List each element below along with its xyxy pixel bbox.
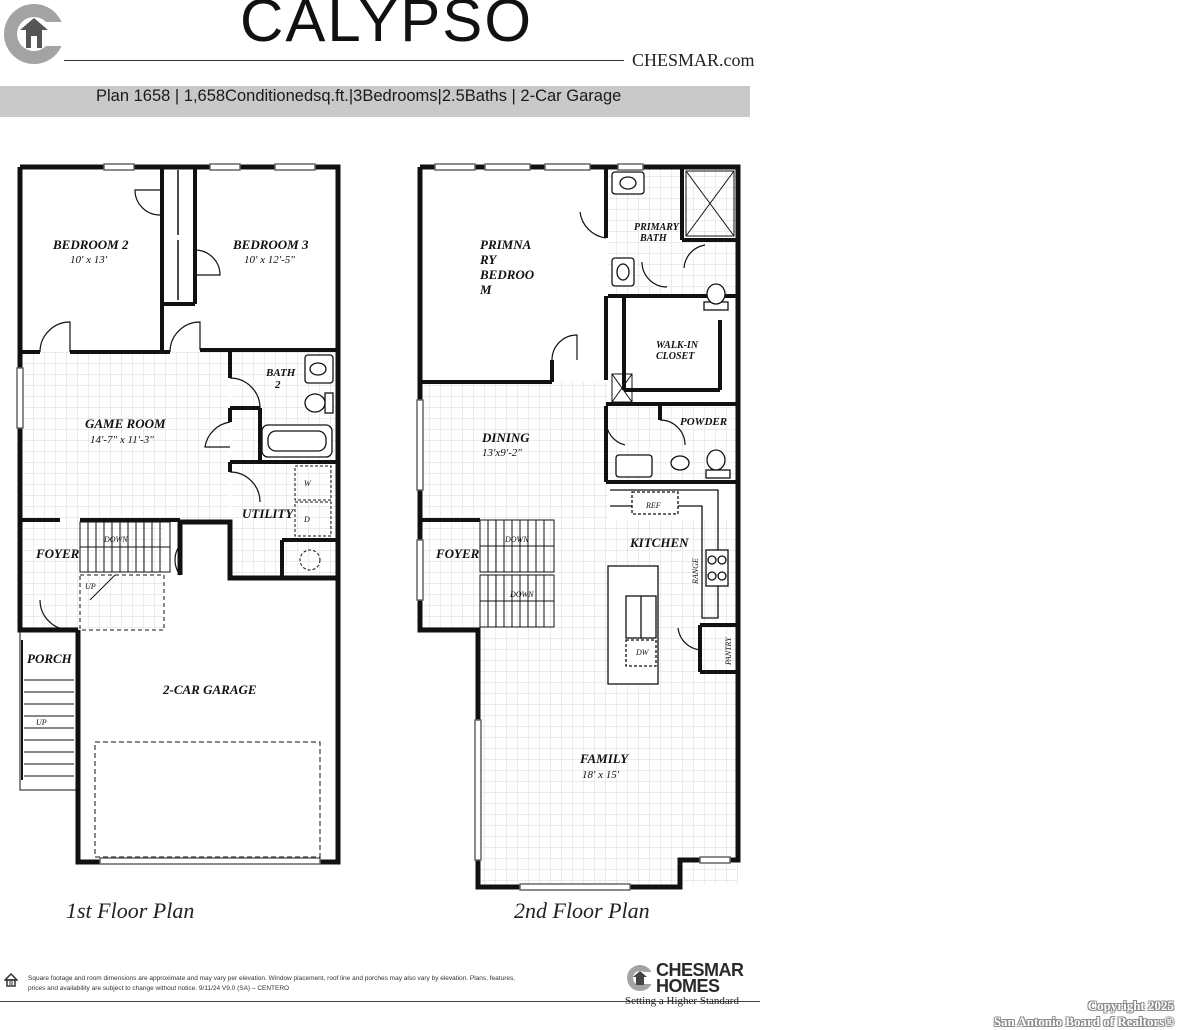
- label-primary-bed-1: PRIMNA: [480, 237, 532, 252]
- label-primary-bath-1: PRIMARY: [634, 222, 680, 233]
- brand-tagline: Setting a Higher Standard: [625, 995, 739, 1007]
- label-down2-lower: DOWN: [509, 590, 534, 599]
- copyright-watermark: Copyright 2025 San Antonio Board of Real…: [994, 998, 1174, 1030]
- chesmar-homes-logo-icon: [627, 965, 656, 991]
- disclaimer-line1: Square footage and room dimensions are a…: [28, 975, 516, 982]
- label-primary-bath-2: BATH: [639, 233, 668, 244]
- spec-bar: [0, 86, 750, 117]
- brand-name-line2: HOMES: [656, 976, 720, 996]
- dim-family: 18' x 15': [582, 769, 620, 781]
- label-bath2-line1: BATH: [265, 367, 296, 379]
- footer-rule: [0, 1001, 760, 1002]
- brand-name-line1: CHESMAR: [656, 960, 744, 980]
- label-family: FAMILY: [579, 751, 629, 766]
- disclaimer-line2: prices and availability are subject to c…: [28, 985, 290, 992]
- label-ref: REF: [645, 501, 661, 510]
- foyer1-tile: [22, 520, 164, 630]
- label-walkin-1: WALK-IN: [656, 340, 699, 351]
- second-floor-plan: PRIMNA RY BEDROO M PRIMARY BATH WALK-IN …: [416, 163, 741, 891]
- caption-second-floor: 2nd Floor Plan: [514, 898, 650, 923]
- label-utility: UTILITY: [242, 506, 294, 521]
- label-porch-up: UP: [36, 718, 47, 727]
- chesmar-house-logo: [4, 4, 64, 64]
- dim-bedroom2: 10' x 13': [70, 254, 108, 266]
- copyright-line2: San Antonio Board of Realtors®: [993, 1014, 1174, 1029]
- garage-door-outline: [94, 741, 321, 858]
- title-rule: [64, 60, 624, 61]
- plan-title: CALYPSO: [240, 0, 533, 54]
- label-primary-bed-4: M: [479, 282, 492, 297]
- label-down1: DOWN: [103, 535, 128, 544]
- label-dining: DINING: [481, 430, 530, 445]
- label-range: RANGE: [691, 558, 700, 585]
- label-bedroom3: BEDROOM 3: [232, 237, 309, 252]
- dim-game-room: 14'-7" x 11'-3": [90, 434, 154, 446]
- label-game-room: GAME ROOM: [85, 416, 166, 431]
- plan-specs: Plan 1658 | 1,658Conditionedsq.ft.|3Bedr…: [96, 87, 622, 105]
- label-foyer2: FOYER: [435, 546, 480, 561]
- label-bath2-line2: 2: [274, 379, 281, 391]
- disclaimer: Square footage and room dimensions are a…: [28, 974, 628, 994]
- equal-housing-icon: [4, 973, 18, 987]
- label-pantry: PANTRY: [724, 636, 733, 666]
- label-kitchen: KITCHEN: [629, 535, 689, 550]
- label-up1: UP: [85, 582, 96, 591]
- label-washer: W: [304, 479, 312, 488]
- label-dw: DW: [635, 648, 650, 657]
- label-down2-upper: DOWN: [504, 535, 529, 544]
- label-porch: PORCH: [27, 651, 73, 666]
- dining-tile: [422, 382, 608, 522]
- label-primary-bed-3: BEDROO: [479, 267, 535, 282]
- caption-first-floor: 1st Floor Plan: [66, 898, 195, 923]
- first-floor-plan: BEDROOM 2 10' x 13' BEDROOM 3 10' x 12'-…: [16, 163, 341, 865]
- dim-bedroom3: 10' x 12'-5": [244, 254, 295, 266]
- foyer2-tile: [422, 520, 480, 628]
- label-dryer: D: [303, 515, 310, 524]
- label-walkin-2: CLOSET: [656, 351, 695, 362]
- label-garage: 2-CAR GARAGE: [162, 682, 257, 697]
- floor-plans: BEDROOM 2 10' x 13' BEDROOM 3 10' x 12'-…: [16, 163, 741, 891]
- dim-dining: 13'x9'-2": [482, 447, 522, 459]
- label-bedroom2: BEDROOM 2: [52, 237, 129, 252]
- copyright-line1: Copyright 2025: [1087, 998, 1174, 1013]
- label-foyer1: FOYER: [35, 546, 80, 561]
- website-link[interactable]: CHESMAR.com: [632, 50, 755, 70]
- label-primary-bed-2: RY: [479, 252, 497, 267]
- game-room-tile: [22, 352, 230, 520]
- label-powder: POWDER: [680, 416, 727, 428]
